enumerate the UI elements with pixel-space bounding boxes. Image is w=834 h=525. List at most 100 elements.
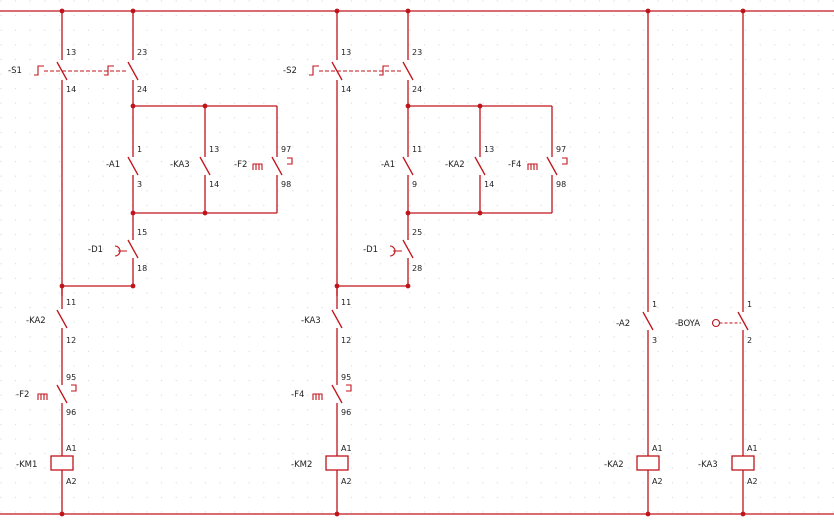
svg-text:12: 12 xyxy=(341,336,351,345)
label-a1-left: -A1 xyxy=(106,160,120,170)
label-f2-top: -F2 xyxy=(234,160,247,170)
svg-text:A1: A1 xyxy=(747,444,758,453)
svg-text:1: 1 xyxy=(747,300,752,309)
svg-text:95: 95 xyxy=(341,373,351,382)
svg-text:A2: A2 xyxy=(652,477,663,486)
label-d1-left: -D1 xyxy=(88,245,103,255)
label-ka3-top: -KA3 xyxy=(170,160,190,170)
d1-actuator-icon xyxy=(114,245,127,257)
svg-text:11: 11 xyxy=(412,145,422,154)
svg-text:A1: A1 xyxy=(66,444,77,453)
f4-overload-thermal-icon xyxy=(312,393,323,400)
a1-contact-11-9[interactable] xyxy=(402,156,414,176)
ka2-coil[interactable] xyxy=(636,455,660,471)
f2-contact-97-98[interactable] xyxy=(271,156,283,176)
svg-text:14: 14 xyxy=(341,85,351,94)
svg-text:24: 24 xyxy=(412,85,422,94)
km2-coil[interactable] xyxy=(325,455,349,471)
svg-text:98: 98 xyxy=(281,180,291,189)
svg-text:97: 97 xyxy=(281,145,291,154)
a1-contact-1-3[interactable] xyxy=(127,156,139,176)
svg-text:12: 12 xyxy=(66,336,76,345)
km1-coil[interactable] xyxy=(50,455,74,471)
svg-text:96: 96 xyxy=(66,408,76,417)
svg-text:15: 15 xyxy=(137,228,147,237)
d1-actuator-icon-2 xyxy=(389,245,402,257)
s2-contact-23-24[interactable] xyxy=(402,61,414,81)
label-f4-bottom: -F4 xyxy=(291,390,304,400)
svg-text:1: 1 xyxy=(652,300,657,309)
d1-contact-25-28[interactable] xyxy=(402,239,414,259)
f2-overload-thermal-icon xyxy=(37,393,48,400)
svg-text:96: 96 xyxy=(341,408,351,417)
label-s2: -S2 xyxy=(283,66,297,76)
svg-text:11: 11 xyxy=(66,298,76,307)
label-a2: -A2 xyxy=(616,319,630,329)
label-ka2-left: -KA2 xyxy=(26,316,46,326)
f4-thermal-actuator-icon xyxy=(527,163,538,170)
label-d1-mid: -D1 xyxy=(363,245,378,255)
svg-text:A2: A2 xyxy=(747,477,758,486)
svg-text:9: 9 xyxy=(412,180,417,189)
component-labels: -S1 -A1 -KA3 -F2 -D1 -KA2 -F2 -KM1 -S2 -… xyxy=(8,66,718,470)
ka3-coil[interactable] xyxy=(731,455,755,471)
label-ka2-mid: -KA2 xyxy=(445,160,465,170)
svg-text:18: 18 xyxy=(137,264,147,273)
f2-thermal-actuator-icon xyxy=(252,163,263,170)
label-ka3-coil: -KA3 xyxy=(698,460,718,470)
d1-contact-15-18[interactable] xyxy=(127,239,139,259)
svg-text:14: 14 xyxy=(484,180,494,189)
ka3-interlock-contact-11-12[interactable] xyxy=(331,309,343,329)
s2-pushbutton-actuator[interactable] xyxy=(309,65,319,76)
svg-text:2: 2 xyxy=(747,336,752,345)
circuit-km1 xyxy=(34,11,293,514)
pin-numbers: 13 14 23 24 1 3 13 14 97 98 15 18 11 12 … xyxy=(66,48,758,486)
f4-contact-97-98[interactable] xyxy=(546,156,558,176)
label-km2: -KM2 xyxy=(291,460,312,470)
svg-text:98: 98 xyxy=(556,180,566,189)
circuit-ka3 xyxy=(711,11,755,514)
svg-text:11: 11 xyxy=(341,298,351,307)
boya-contact-1-2[interactable] xyxy=(737,311,749,331)
svg-text:24: 24 xyxy=(137,85,147,94)
svg-text:14: 14 xyxy=(66,85,76,94)
label-a1-mid: -A1 xyxy=(381,160,395,170)
label-f2-bottom: -F2 xyxy=(16,390,29,400)
ka2-contact-13-14[interactable] xyxy=(474,156,486,176)
svg-text:A2: A2 xyxy=(341,477,352,486)
label-ka3-mid: -KA3 xyxy=(301,316,321,326)
junction-dots xyxy=(59,8,746,517)
label-ka2-coil: -KA2 xyxy=(604,460,624,470)
svg-text:A2: A2 xyxy=(66,477,77,486)
svg-text:95: 95 xyxy=(66,373,76,382)
s1-pushbutton-actuator[interactable] xyxy=(34,65,44,76)
label-km1: -KM1 xyxy=(16,460,37,470)
label-s1: -S1 xyxy=(8,66,22,76)
svg-text:13: 13 xyxy=(484,145,494,154)
svg-text:3: 3 xyxy=(652,336,657,345)
svg-text:28: 28 xyxy=(412,264,422,273)
circuit-ka2 xyxy=(636,11,660,514)
svg-text:13: 13 xyxy=(209,145,219,154)
label-boya: -BOYA xyxy=(675,319,700,329)
f2-overload-contact-95-96[interactable] xyxy=(56,384,68,404)
svg-text:A1: A1 xyxy=(652,444,663,453)
svg-text:23: 23 xyxy=(412,48,422,57)
svg-text:23: 23 xyxy=(137,48,147,57)
svg-text:13: 13 xyxy=(66,48,76,57)
svg-text:25: 25 xyxy=(412,228,422,237)
a2-contact-1-3[interactable] xyxy=(642,311,654,331)
circuit-km2 xyxy=(309,11,568,514)
f4-overload-contact-95-96[interactable] xyxy=(331,384,343,404)
ka3-contact-13-14[interactable] xyxy=(199,156,211,176)
s1-contact-23-24[interactable] xyxy=(127,61,139,81)
ka2-interlock-contact-11-12[interactable] xyxy=(56,309,68,329)
svg-text:13: 13 xyxy=(341,48,351,57)
svg-text:14: 14 xyxy=(209,180,219,189)
label-f4-top: -F4 xyxy=(508,160,521,170)
svg-text:97: 97 xyxy=(556,145,566,154)
svg-text:A1: A1 xyxy=(341,444,352,453)
svg-text:3: 3 xyxy=(137,180,142,189)
